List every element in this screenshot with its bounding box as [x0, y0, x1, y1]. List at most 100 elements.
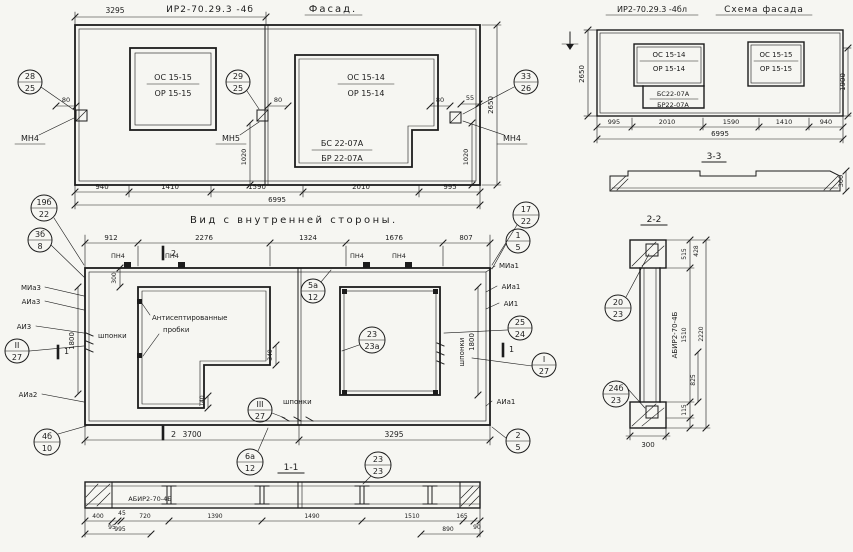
section-1-1-label: 1-1: [284, 463, 299, 473]
dim-2010: 2010: [352, 183, 370, 191]
svg-text:1324: 1324: [299, 234, 317, 242]
window2-mark-bottom: ОР 15-14: [348, 89, 385, 98]
keys-left-edge: шпонки: [85, 332, 127, 353]
svg-text:1676: 1676: [385, 234, 403, 242]
scheme-window-opening-1: ОС 15-14 ОР 15-14 БС22-07А БР22-07А: [633, 43, 705, 109]
svg-text:23: 23: [373, 455, 383, 464]
svg-text:МИа1: МИа1: [499, 262, 519, 270]
callout-25-24: 25 24: [443, 315, 533, 341]
svg-text:165: 165: [456, 513, 468, 520]
section-2-2-body: [629, 239, 667, 429]
beam-mark-2-2: АБИР2-70-4Б: [671, 311, 679, 358]
svg-text:ПН4: ПН4: [392, 252, 406, 260]
dim-55: 55: [466, 94, 474, 102]
svg-text:8: 8: [37, 242, 42, 251]
view-title: Вид с внутренней стороны.: [190, 215, 398, 226]
svg-text:940: 940: [820, 118, 832, 126]
keys-right-edge: шпонки: [436, 338, 466, 367]
svg-text:20: 20: [613, 298, 623, 307]
svg-text:29: 29: [233, 72, 243, 81]
svg-text:2: 2: [515, 431, 520, 440]
svg-text:2010: 2010: [659, 118, 676, 126]
facade-code: ИР2-70.29.3 -4б: [166, 5, 254, 15]
svg-text:23а: 23а: [364, 342, 379, 351]
dim-995: 995: [443, 183, 456, 191]
svg-text:300: 300: [641, 441, 654, 449]
svg-text:АИа1: АИа1: [502, 283, 521, 291]
interior-view-drawing: Вид с внутренней стороны. 912 2276 1324 …: [4, 194, 557, 476]
scheme-left-height-dim: 2650: [578, 26, 598, 120]
section-1-1-body: АБИР2-70-4Б: [84, 481, 481, 509]
svg-text:33: 33: [521, 72, 531, 81]
cut-mark-2-top: 2: [161, 245, 176, 261]
svg-text:МИа3: МИа3: [21, 284, 41, 292]
svg-text:807: 807: [459, 234, 472, 242]
svg-text:1800: 1800: [468, 333, 476, 351]
rib-profiles: [161, 481, 438, 509]
svg-text:2: 2: [171, 249, 176, 258]
scheme-block-bottom: БР22-07А: [657, 101, 689, 109]
dim-940: 940: [95, 183, 108, 191]
callout-5a-12: 5а 12: [300, 269, 332, 304]
cut-mark-2-bottom: 2: [161, 425, 176, 441]
callout-6a-12: 6а 12: [236, 427, 269, 476]
callout-III-27: III 27: [247, 397, 286, 423]
callout-3b-8: 3б 8: [27, 227, 85, 278]
scheme-panel-outline: [596, 29, 844, 117]
section-2-2-dims: 515 1510 115 428 825 2220 300: [625, 236, 711, 449]
svg-text:I: I: [543, 355, 545, 364]
svg-text:2: 2: [171, 430, 176, 439]
dim-1590: 1590: [248, 183, 266, 191]
scheme-right-height-dim: 1900: [839, 44, 852, 120]
scheme-bottom-dims: 995 2010 1590 1410 940 6995: [593, 115, 847, 144]
svg-text:1490: 1490: [304, 513, 319, 520]
callout-II-27: II 27: [4, 338, 85, 364]
svg-text:90: 90: [473, 524, 481, 531]
svg-text:1510: 1510: [404, 513, 419, 520]
svg-text:27: 27: [12, 353, 22, 362]
window1-mark-top: ОС 15-15: [154, 73, 192, 82]
svg-text:300: 300: [111, 272, 118, 284]
callout-1-5: 1 5: [491, 228, 531, 270]
dim-300-scheme: 300: [837, 175, 845, 187]
beam-mark-1-1: АБИР2-70-4Б: [128, 495, 171, 503]
svg-text:АИа2: АИа2: [19, 391, 38, 399]
svg-text:26: 26: [521, 84, 531, 93]
svg-text:25: 25: [515, 318, 525, 327]
callout-19b-22: 19б 22: [30, 194, 85, 266]
window1-mark-bottom: ОР 15-15: [155, 89, 192, 98]
scheme-block-top: БС22-07А: [657, 90, 690, 98]
svg-text:825: 825: [690, 374, 697, 386]
svg-text:25: 25: [233, 84, 243, 93]
anchor-label-mn4-left: МН4: [14, 117, 75, 145]
dim-1900: 1900: [839, 73, 847, 91]
callout-33-26: 33 26: [462, 69, 539, 115]
anchor-label-mn4-right: МН4: [462, 120, 528, 145]
svg-text:95: 95: [108, 524, 116, 531]
dim-1020-left: 1020: [240, 149, 248, 166]
svg-text:720: 720: [139, 513, 151, 520]
callout-I-27: I 27: [471, 352, 557, 378]
dim-80-right: 80: [436, 96, 444, 104]
callout-23-23a: 23 23а: [341, 326, 386, 354]
svg-text:МН5: МН5: [222, 134, 240, 143]
svg-text:ОС 15-15: ОС 15-15: [760, 51, 793, 59]
svg-text:515: 515: [681, 248, 688, 260]
svg-text:ПН4: ПН4: [165, 252, 179, 260]
svg-text:ОР 15-15: ОР 15-15: [760, 65, 792, 73]
svg-text:5: 5: [515, 243, 520, 252]
svg-text:890: 890: [442, 526, 454, 533]
svg-text:2276: 2276: [195, 234, 213, 242]
svg-text:27: 27: [255, 412, 265, 421]
svg-text:6а: 6а: [245, 452, 255, 461]
svg-text:6995: 6995: [711, 130, 729, 138]
svg-text:АИа1: АИа1: [497, 398, 516, 406]
facade-offset-dims: 80 80 80 55: [52, 94, 483, 110]
svg-text:1510: 1510: [681, 327, 688, 342]
svg-text:23: 23: [611, 396, 621, 405]
anchor-fixture-right: [449, 111, 462, 124]
svg-text:МН4: МН4: [21, 134, 39, 143]
facade-window-opening-2: ОС 15-14 ОР 15-14 БС 22-07А БР 22-07А: [294, 54, 439, 168]
svg-text:шпонки: шпонки: [458, 338, 466, 367]
